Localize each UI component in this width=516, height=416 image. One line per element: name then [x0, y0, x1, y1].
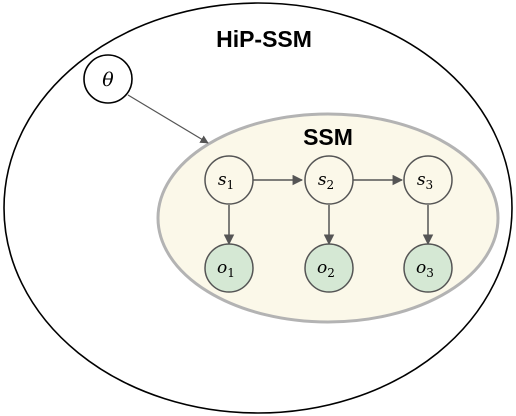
observation-node-o2: o2 — [304, 243, 354, 293]
theta-node: θ — [83, 54, 133, 104]
observation-label-base: o — [416, 258, 426, 278]
svg-text:s2: s2 — [318, 170, 334, 192]
svg-text:o3: o3 — [416, 258, 434, 280]
svg-text:s3: s3 — [417, 170, 433, 192]
observation-label-subscript: 3 — [426, 266, 434, 280]
observation-node-o3: o3 — [403, 243, 453, 293]
observation-label-subscript: 2 — [327, 266, 335, 280]
observation-label-base: o — [217, 258, 227, 278]
theta-to-ssm-edge — [127, 94, 209, 144]
observation-label-subscript: 1 — [227, 266, 235, 280]
hip-ssm-title: HiP-SSM — [216, 26, 312, 52]
observation-node-o1: o1 — [204, 243, 254, 293]
svg-text:o1: o1 — [217, 258, 235, 280]
state-label-base: s — [218, 170, 227, 190]
state-node-s3: s3 — [403, 155, 453, 205]
state-label-subscript: 1 — [227, 178, 235, 192]
ssm-title: SSM — [303, 124, 353, 150]
theta-label: θ — [102, 69, 114, 91]
svg-text:s1: s1 — [218, 170, 234, 192]
state-label-base: s — [318, 170, 327, 190]
observation-label-base: o — [317, 258, 327, 278]
state-label-subscript: 3 — [426, 178, 434, 192]
state-node-s1: s1 — [204, 155, 254, 205]
svg-text:o2: o2 — [317, 258, 335, 280]
state-label-base: s — [417, 170, 426, 190]
state-node-s2: s2 — [304, 155, 354, 205]
state-label-subscript: 2 — [327, 178, 335, 192]
